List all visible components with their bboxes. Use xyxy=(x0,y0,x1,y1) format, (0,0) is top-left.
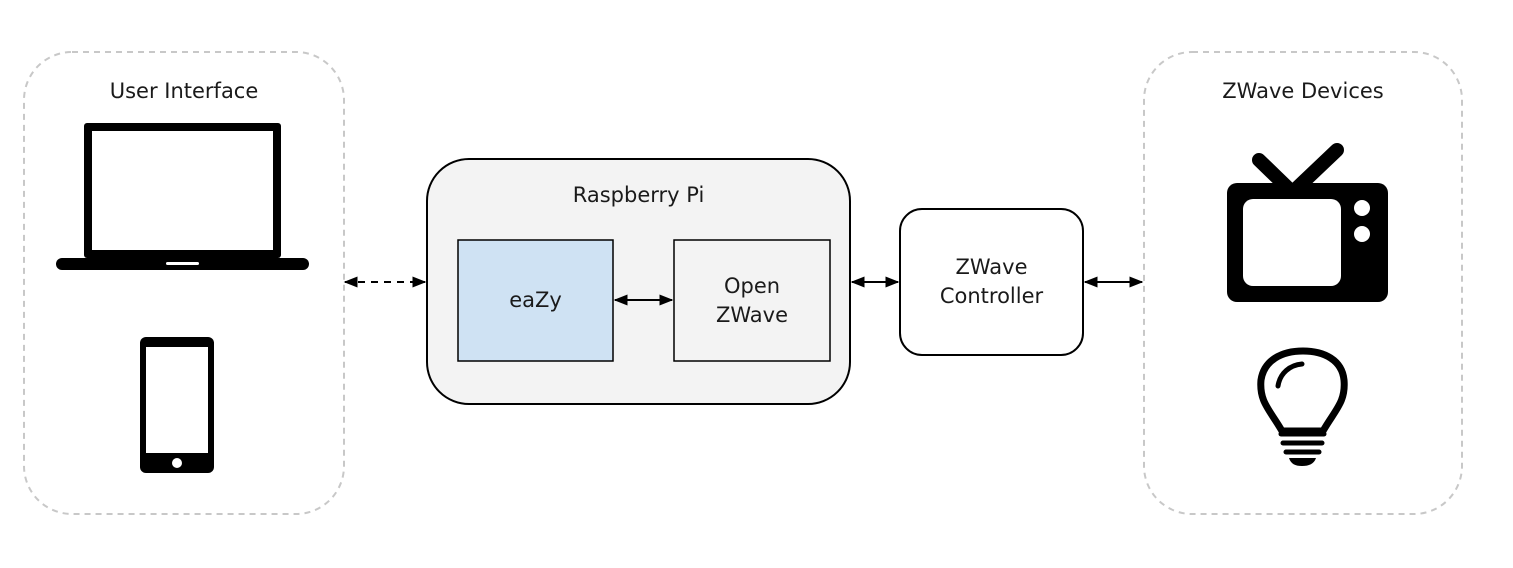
raspberry-pi-title: Raspberry Pi xyxy=(572,183,705,207)
zwave-devices-title: ZWave Devices xyxy=(1222,79,1384,103)
eazy-box xyxy=(457,239,614,362)
zwave-controller-label: ZWave Controller xyxy=(900,209,1083,355)
open-zwave-box xyxy=(673,239,831,362)
laptop-icon xyxy=(56,123,309,270)
tv-icon xyxy=(1227,143,1388,302)
open-zwave-line2: ZWave xyxy=(715,302,789,327)
smartphone-icon xyxy=(140,337,214,473)
user-interface-group xyxy=(23,51,345,515)
open-zwave-label: Open ZWave xyxy=(674,240,830,361)
zwave-controller-line1: ZWave xyxy=(955,255,1028,279)
zwave-controller-box xyxy=(899,208,1084,356)
zwave-controller-line2: Controller xyxy=(939,284,1044,308)
light-bulb-icon xyxy=(1257,347,1348,466)
eazy-label: eaZy xyxy=(509,288,562,312)
zwave-devices-group xyxy=(1143,51,1463,515)
open-zwave-line1: Open xyxy=(723,273,781,298)
user-interface-title: User Interface xyxy=(109,79,259,103)
